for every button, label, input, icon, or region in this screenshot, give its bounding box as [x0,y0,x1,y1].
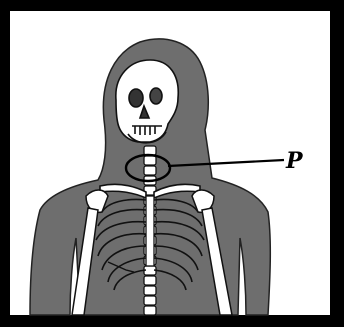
sternum [146,196,154,266]
left-eye-socket [129,89,143,107]
right-eye-socket [150,88,162,104]
label-p: P [285,148,304,174]
